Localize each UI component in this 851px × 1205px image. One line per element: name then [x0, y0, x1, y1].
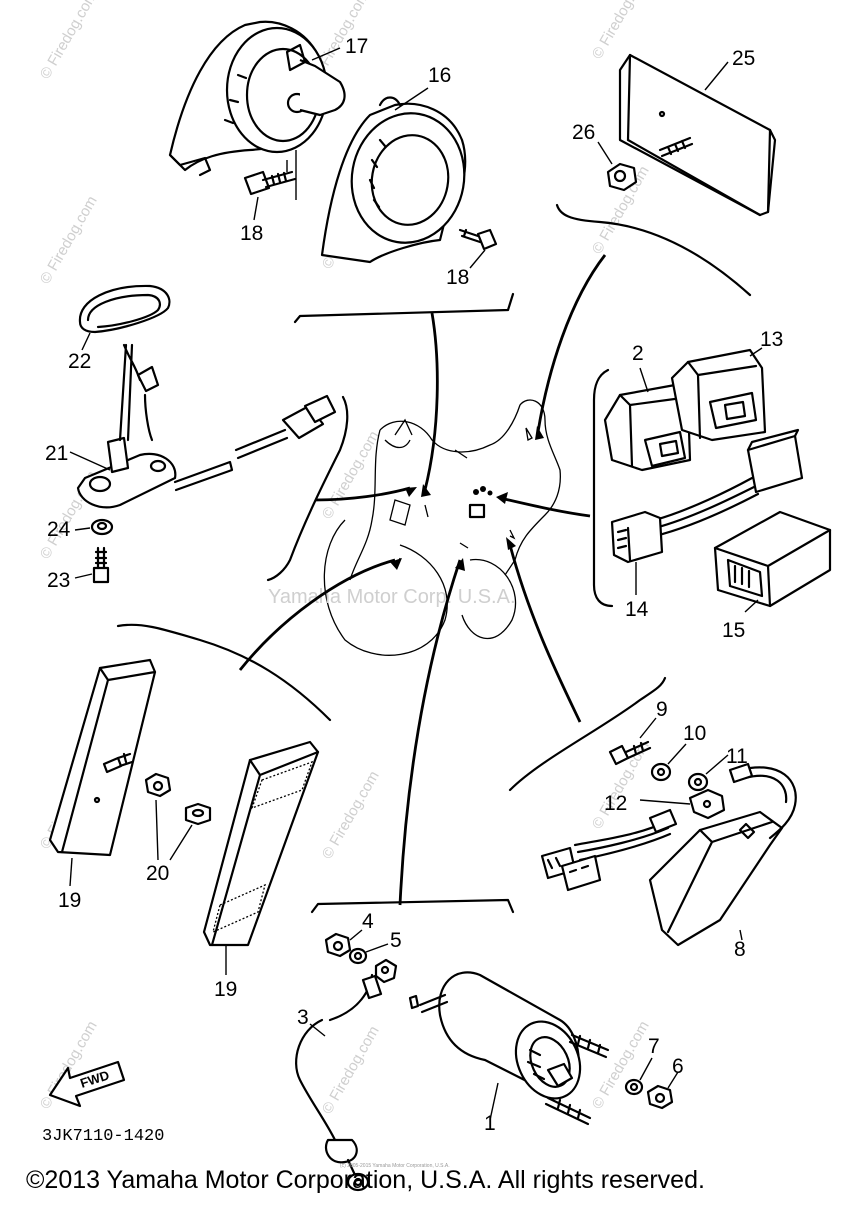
screw-23[interactable] [74, 546, 110, 584]
wire-harness[interactable] [653, 428, 804, 538]
tiny-notice: (c) 2005-2015 Yamaha Motor Corporation, … [340, 1163, 450, 1169]
watermark: © Firedog.com [37, 193, 101, 287]
screw-9[interactable] [608, 717, 657, 766]
lead-wire-3[interactable] [295, 958, 398, 1192]
label-20: 20 [146, 862, 169, 885]
label-3: 3 [297, 1006, 309, 1029]
label-4: 4 [362, 910, 374, 933]
copyright-notice: ©2013 Yamaha Motor Corporation, U.S.A. A… [26, 1166, 705, 1194]
label-26: 26 [572, 121, 595, 144]
label-14: 14 [625, 598, 649, 621]
watermark: © Firedog.com [589, 1018, 653, 1112]
rectifier-8[interactable] [540, 762, 797, 947]
label-12: 12 [604, 792, 627, 815]
bolt-18-right[interactable] [458, 228, 498, 269]
horn-16[interactable] [320, 87, 474, 264]
label-25: 25 [732, 47, 755, 70]
washer-7[interactable] [624, 1057, 653, 1096]
label-18-left: 18 [240, 222, 263, 245]
label-24: 24 [47, 518, 71, 541]
label-19-right: 19 [214, 978, 237, 1001]
watermark: © Firedog.com [319, 768, 383, 862]
group-brackets [116, 203, 752, 914]
drawing-code: 3JK7110-1420 [42, 1127, 164, 1146]
gasket-22[interactable] [78, 284, 171, 351]
label-6: 6 [672, 1055, 684, 1078]
label-9: 9 [656, 698, 668, 721]
label-16: 16 [428, 64, 451, 87]
part-labels: 17 16 25 26 18 18 22 2 13 21 24 23 14 15… [45, 35, 783, 1135]
label-11: 11 [726, 745, 748, 768]
watermark: © Firedog.com [319, 1023, 383, 1117]
watermark: © Firedog.com [589, 0, 653, 62]
label-8: 8 [734, 938, 746, 961]
bolt-18-left[interactable] [243, 170, 297, 221]
reflector-19-right[interactable] [202, 740, 320, 975]
horn-17[interactable] [168, 20, 346, 200]
relay-13[interactable] [670, 347, 767, 442]
nut-6[interactable] [646, 1071, 679, 1110]
label-1: 1 [484, 1112, 496, 1135]
label-2: 2 [632, 342, 644, 365]
bracket-12[interactable] [639, 788, 726, 820]
nut-4[interactable] [324, 929, 363, 958]
label-13: 13 [760, 328, 783, 351]
coupler-14[interactable] [610, 510, 664, 595]
washer-5[interactable] [348, 943, 389, 965]
label-5: 5 [390, 929, 402, 952]
label-19-left: 19 [58, 889, 81, 912]
nut-24[interactable] [74, 518, 114, 536]
label-10: 10 [683, 722, 706, 745]
reflector-19-left[interactable] [48, 658, 157, 887]
label-18-right: 18 [446, 266, 469, 289]
nut-20[interactable] [144, 772, 212, 861]
relay-15[interactable] [713, 510, 832, 613]
label-21: 21 [45, 442, 68, 465]
washer-10[interactable] [650, 743, 687, 782]
watermark: © Firedog.com [37, 0, 101, 82]
relay-location-mark [468, 503, 486, 519]
relay-2[interactable] [603, 367, 692, 472]
label-7: 7 [648, 1035, 660, 1058]
fuel-sender-21[interactable] [69, 343, 337, 509]
label-17: 17 [345, 35, 368, 58]
fwd-arrow-icon: FWD [48, 1060, 126, 1108]
label-15: 15 [722, 619, 745, 642]
starter-relay-1[interactable] [408, 971, 610, 1126]
washer-11[interactable] [687, 754, 729, 792]
center-watermark: Yamaha Motor Corp. U.S.A. [268, 586, 516, 608]
label-23: 23 [47, 569, 70, 592]
label-22: 22 [68, 350, 91, 373]
reflector-25[interactable] [618, 53, 777, 217]
nut-26[interactable] [597, 136, 694, 192]
